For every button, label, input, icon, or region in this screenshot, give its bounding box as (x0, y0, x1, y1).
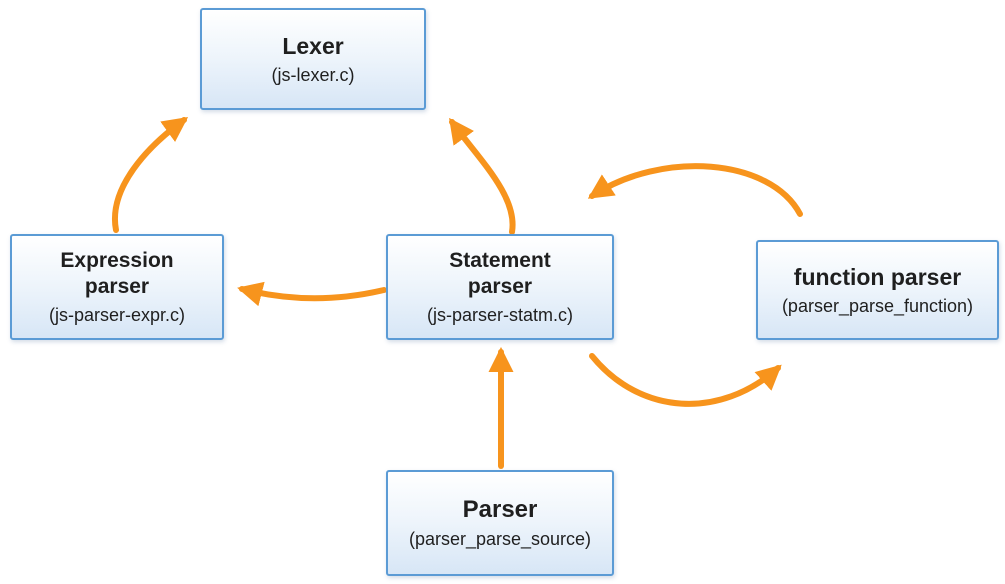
node-lexer-title: Lexer (282, 32, 344, 59)
node-expression-parser-title: Expression parser (60, 249, 174, 299)
node-parser-subtitle: (parser_parse_source) (408, 529, 592, 550)
node-statement-parser-title: Statement parser (449, 249, 551, 299)
edge-function-parser-to-statement-parser (587, 163, 803, 217)
node-expression-parser-subtitle: (js-parser-expr.c) (48, 304, 186, 325)
edge-expression-parser-to-lexer (111, 117, 189, 233)
node-expression-parser: Expression parser (js-parser-expr.c) (10, 234, 224, 340)
node-statement-parser: Statement parser (js-parser-statm.c) (386, 234, 614, 340)
node-parser-title: Parser (462, 496, 538, 524)
edge-statement-parser-to-function-parser (589, 353, 782, 407)
node-lexer: Lexer (js-lexer.c) (200, 8, 426, 110)
node-function-parser-subtitle: (parser_parse_function) (781, 295, 974, 316)
node-function-parser-title: function parser (793, 263, 962, 290)
node-function-parser: function parser (parser_parse_function) (756, 240, 999, 340)
node-parser: Parser (parser_parse_source) (386, 470, 614, 576)
edge-statement-parser-to-lexer (449, 117, 516, 235)
edge-statement-parser-to-expression-parser (237, 281, 387, 307)
node-statement-parser-subtitle: (js-parser-statm.c) (426, 304, 573, 325)
node-lexer-subtitle: (js-lexer.c) (271, 64, 355, 85)
